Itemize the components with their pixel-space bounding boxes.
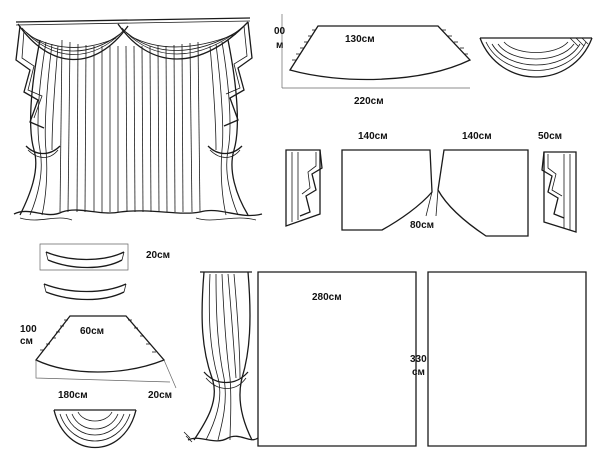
small-swag-side-label: 20см xyxy=(148,390,172,401)
small-swag-bottom-label: 180см xyxy=(58,390,88,401)
panel-gap-drop-label: 80см xyxy=(410,220,434,231)
tieback-pattern: 20см xyxy=(39,243,170,301)
swag-drop-left-label: 00 xyxy=(274,26,286,37)
small-swag-drop-label: 100 xyxy=(20,324,37,335)
small-swag-top-label: 60см xyxy=(80,326,104,337)
curtain-panel-right xyxy=(427,271,587,447)
panel-right-width-label: 140см xyxy=(462,131,492,142)
swag-folded-icon xyxy=(479,37,593,78)
curtain-height-unit: см xyxy=(412,367,425,378)
swag-bottom-width-label: 220см xyxy=(354,96,384,107)
side-curtain-icon xyxy=(183,271,259,443)
jabot-right-icon: 50см xyxy=(538,131,577,233)
panel-left-width-label: 140см xyxy=(358,131,388,142)
jabot-width-label: 50см xyxy=(538,131,562,142)
jabot-icon xyxy=(285,149,323,227)
swag-top-width-label: 130см xyxy=(345,34,375,45)
swag-pattern-large: 130см 00 м 220см xyxy=(274,14,472,107)
panel-pattern-right: 140см xyxy=(437,131,529,237)
curtain-height-label: 330 xyxy=(410,354,427,365)
small-swag-drop-unit: см xyxy=(20,336,33,347)
swag-drop-left-unit: м xyxy=(276,40,283,51)
curtain-panel-left: 280см xyxy=(257,271,417,447)
curtain-width-label: 280см xyxy=(312,292,342,303)
drapery-composition-icon xyxy=(13,17,263,221)
tieback-height-label: 20см xyxy=(146,250,170,261)
panel-pattern-left: 140см xyxy=(341,131,433,231)
swag-pattern-small: 60см 100 см 180см 20см xyxy=(20,315,177,401)
swag-small-folded-icon xyxy=(53,409,137,448)
